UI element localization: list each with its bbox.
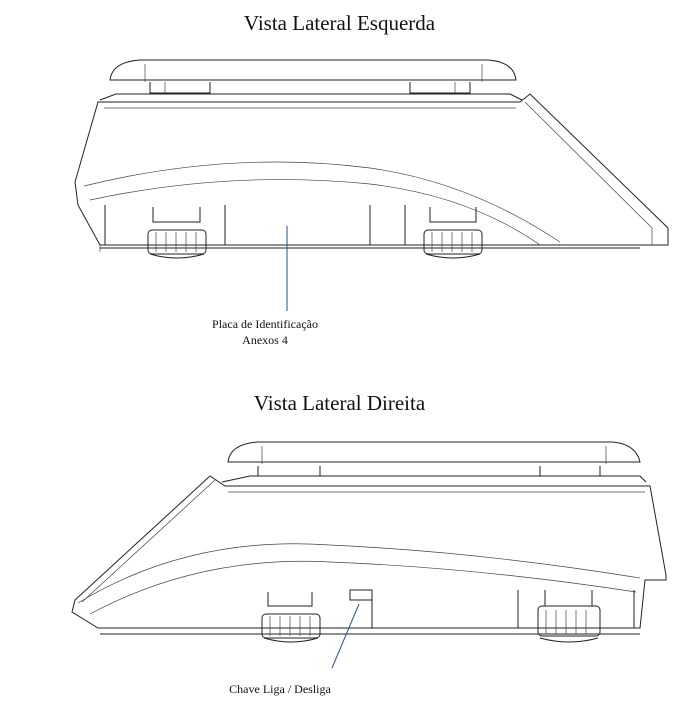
leveling-foot-right — [537, 590, 601, 643]
top-plate — [99, 93, 523, 101]
right-view-title: Vista Lateral Direita — [253, 391, 426, 415]
identification-plate-text: Placa de Identificação — [212, 317, 318, 331]
scale-body — [74, 93, 669, 252]
leveling-foot-right — [423, 207, 483, 259]
top-plate — [221, 475, 647, 483]
leveling-foot-left — [147, 207, 207, 259]
scale-left-view — [74, 59, 669, 311]
base-housing — [104, 205, 406, 245]
base-housing — [349, 589, 635, 628]
power-switch-label: Chave Liga / Desliga — [229, 682, 331, 696]
power-switch-callout-line — [331, 603, 360, 669]
weighing-platter — [109, 59, 517, 94]
scale-right-view — [71, 441, 667, 669]
scale-body — [71, 475, 667, 635]
left-view-title: Vista Lateral Esquerda — [243, 11, 436, 35]
weighing-platter — [227, 441, 641, 477]
identification-plate-label: Placa de Identificação Anexos 4 — [190, 316, 340, 348]
leveling-foot-left — [261, 592, 321, 643]
annex-reference-text: Anexos 4 — [242, 333, 288, 347]
